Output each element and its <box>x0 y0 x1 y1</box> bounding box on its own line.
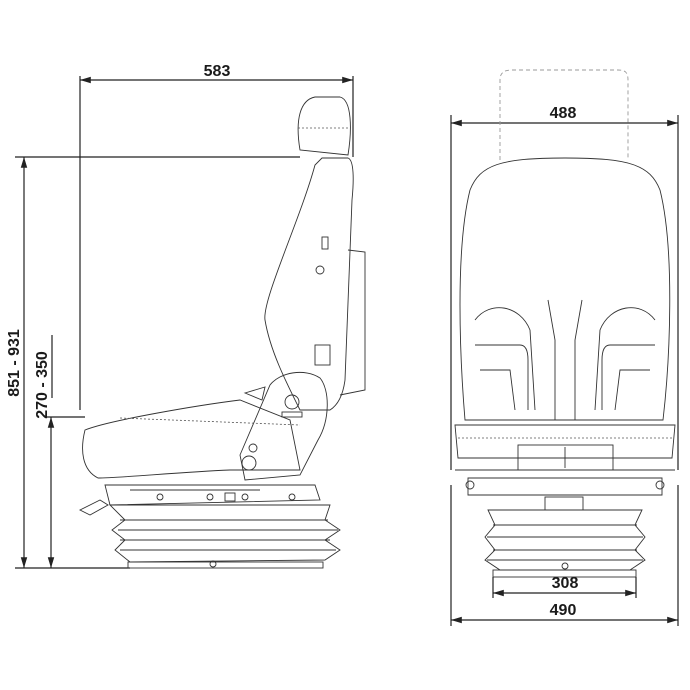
depth-dimension: 583 <box>79 63 354 410</box>
base-width-dimension: 308 <box>492 575 637 598</box>
front-view: 488 <box>450 69 679 626</box>
backrest-width-label: 488 <box>550 105 577 122</box>
height-dimension: 851 - 931 <box>6 156 300 569</box>
overall-width-label: 490 <box>550 602 577 619</box>
front-seat-illustration <box>454 69 676 578</box>
seat-height-label: 270 - 350 <box>34 351 51 419</box>
depth-label: 583 <box>204 63 231 80</box>
height-label: 851 - 931 <box>6 329 23 397</box>
seat-height-dimension: 270 - 350 <box>34 335 85 568</box>
side-seat-illustration <box>78 96 366 569</box>
side-view: 583 851 - 931 270 - 350 <box>6 63 366 569</box>
base-width-label: 308 <box>552 575 579 592</box>
recline-knob-icon <box>284 394 300 410</box>
backrest-width-dimension: 488 <box>450 105 679 470</box>
overall-width-dimension: 490 <box>450 485 679 626</box>
